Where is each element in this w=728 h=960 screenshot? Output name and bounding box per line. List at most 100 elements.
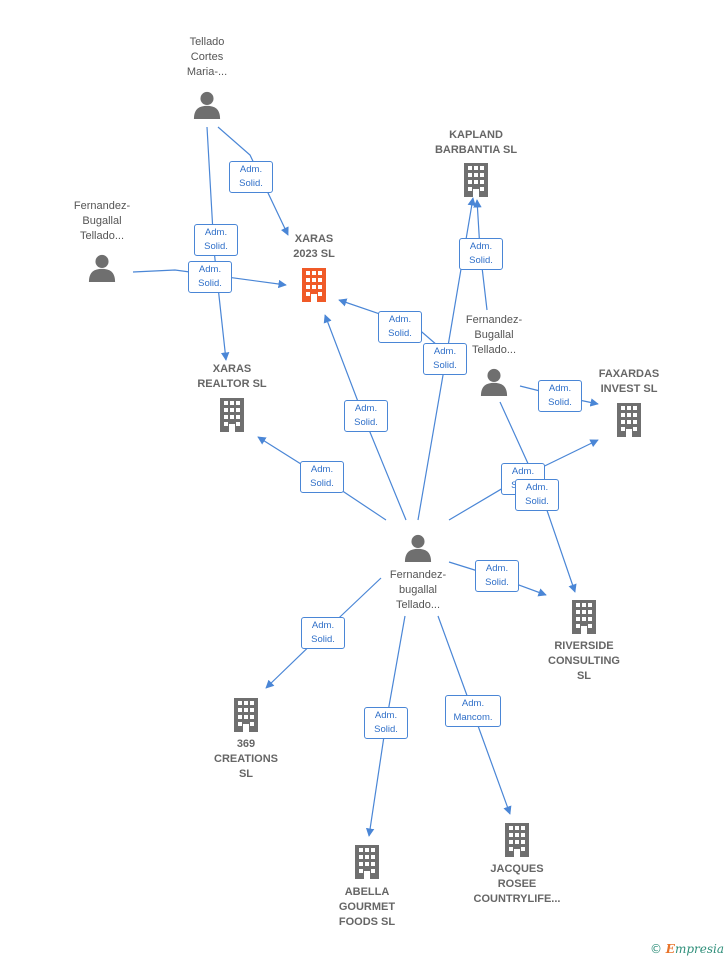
edge-label: Adm. Solid. xyxy=(194,224,238,256)
node-label-line: ROSEE xyxy=(497,878,537,890)
person-icon[interactable] xyxy=(193,91,221,119)
edge-label: Adm. Solid. xyxy=(538,380,582,412)
node-label-line: FOODS SL xyxy=(338,916,396,928)
edge-label-line: Solid. xyxy=(354,417,378,428)
edge-fb_left-xaras2023 xyxy=(132,269,287,289)
edge-label-line: Solid. xyxy=(204,241,228,252)
building-icon[interactable] xyxy=(234,698,258,732)
building-icon[interactable] xyxy=(302,268,326,302)
node-label-line: RIVERSIDE xyxy=(554,640,614,652)
edge-label-line: Adm. xyxy=(354,403,378,414)
node-label-jacques[interactable]: JACQUES ROSEE COUNTRYLIFE... xyxy=(462,862,572,907)
building-icon[interactable] xyxy=(464,163,488,197)
edge-label-line: Solid. xyxy=(311,634,335,645)
node-label-faxardas[interactable]: FAXARDAS INVEST SL xyxy=(574,367,684,397)
edge-label-line: Adm. xyxy=(310,464,334,475)
node-label-abella[interactable]: ABELLA GOURMET FOODS SL xyxy=(312,885,422,930)
edge-label-line: Adm. xyxy=(485,563,509,574)
node-label-line: Maria-... xyxy=(186,66,228,78)
brand-name: mpresia xyxy=(674,942,724,956)
node-label-line: 369 xyxy=(236,738,256,750)
node-label-line: Tellado... xyxy=(471,344,517,356)
building-icon[interactable] xyxy=(355,845,379,879)
node-label-line: Tellado... xyxy=(395,599,441,611)
building-icon[interactable] xyxy=(572,600,596,634)
node-label-line: Fernandez- xyxy=(465,314,523,326)
edge-label-line: Solid. xyxy=(469,255,493,266)
node-label-line: ABELLA xyxy=(344,886,390,898)
edge-label-line: Solid. xyxy=(198,278,222,289)
edge-label-line: Adm. xyxy=(239,164,263,175)
brand-initial: E xyxy=(665,942,675,956)
empresia-logo: © Empresia xyxy=(650,942,724,956)
person-icon[interactable] xyxy=(404,534,432,562)
node-label-line: Bugallal xyxy=(474,329,514,341)
node-label-line: GOURMET xyxy=(338,901,396,913)
node-label-line: JACQUES xyxy=(490,863,544,875)
edge-label-line: Solid. xyxy=(525,496,549,507)
edge-label: Adm. Solid. xyxy=(459,238,503,270)
node-label-line: INVEST SL xyxy=(600,383,658,395)
edge-label: Adm. Solid. xyxy=(188,261,232,293)
building-icon[interactable] xyxy=(617,403,641,437)
edge-label-line: Adm. xyxy=(198,264,222,275)
node-label-riverside[interactable]: RIVERSIDE CONSULTING SL xyxy=(529,639,639,684)
edge-label-line: Adm. xyxy=(388,314,412,325)
node-label-line: COUNTRYLIFE... xyxy=(473,893,561,905)
edge-label-line: Solid. xyxy=(239,178,263,189)
edge-label-line: Solid. xyxy=(485,577,509,588)
edge-label-line: Adm. xyxy=(525,482,549,493)
edge-label-line: Adm. xyxy=(511,466,535,477)
person-icon[interactable] xyxy=(88,254,116,282)
edge-tellado-xaras2023 xyxy=(217,126,289,236)
edge-label-line: Adm. xyxy=(433,346,457,357)
node-label-line: 2023 SL xyxy=(293,248,335,260)
node-label-line: SL xyxy=(238,768,254,780)
copyright-symbol: © xyxy=(649,942,662,956)
node-label-line: Cortes xyxy=(190,51,224,63)
node-label-line: FAXARDAS xyxy=(598,368,660,380)
edge-label-line: Solid. xyxy=(310,478,334,489)
node-label-line: SL xyxy=(576,670,592,682)
edge-label-line: Adm. xyxy=(204,227,228,238)
edge-label-line: Solid. xyxy=(388,328,412,339)
edge-label-line: Adm. xyxy=(461,698,485,709)
node-label-xaras2023[interactable]: XARAS 2023 SL xyxy=(259,232,369,262)
edge-label: Adm. Mancom. xyxy=(445,695,501,727)
edge-label: Adm.Solid. xyxy=(301,617,345,649)
building-icon[interactable] xyxy=(220,398,244,432)
node-label-line: CONSULTING xyxy=(548,655,620,667)
node-label-line: Tellado xyxy=(189,36,225,48)
node-label-line: Tellado... xyxy=(79,230,125,242)
edge-label: Adm. Solid. xyxy=(475,560,519,592)
edge-label: Adm. Solid. xyxy=(378,311,422,343)
node-label-xarasrealtor[interactable]: XARAS REALTOR SL xyxy=(177,362,287,392)
edge-label-line: Adm. xyxy=(469,241,493,252)
building-icon[interactable] xyxy=(505,823,529,857)
edge-label-line: Adm. xyxy=(374,710,398,721)
edge-label: Adm. Solid. xyxy=(344,400,388,432)
edge-label-line: Adm. xyxy=(548,383,572,394)
node-label-line: KAPLAND xyxy=(449,129,503,141)
edge-label-line: Solid. xyxy=(548,397,572,408)
node-label-line: CREATIONS xyxy=(214,753,278,765)
node-label-line: XARAS xyxy=(212,363,252,375)
node-label-line: Bugallal xyxy=(82,215,122,227)
node-label-line: Fernandez- xyxy=(73,200,131,212)
edge-label: Adm. Solid. xyxy=(300,461,344,493)
person-icon[interactable] xyxy=(480,368,508,396)
edge-label: Adm. Solid. xyxy=(229,161,273,193)
node-label-line: REALTOR SL xyxy=(197,378,267,390)
edge-label-line: Solid. xyxy=(433,360,457,371)
node-label-line: Fernandez- xyxy=(389,569,447,581)
edge-label-line: Mancom. xyxy=(453,712,493,723)
node-label-line: XARAS xyxy=(294,233,334,245)
edge-label-line: Solid. xyxy=(374,724,398,735)
